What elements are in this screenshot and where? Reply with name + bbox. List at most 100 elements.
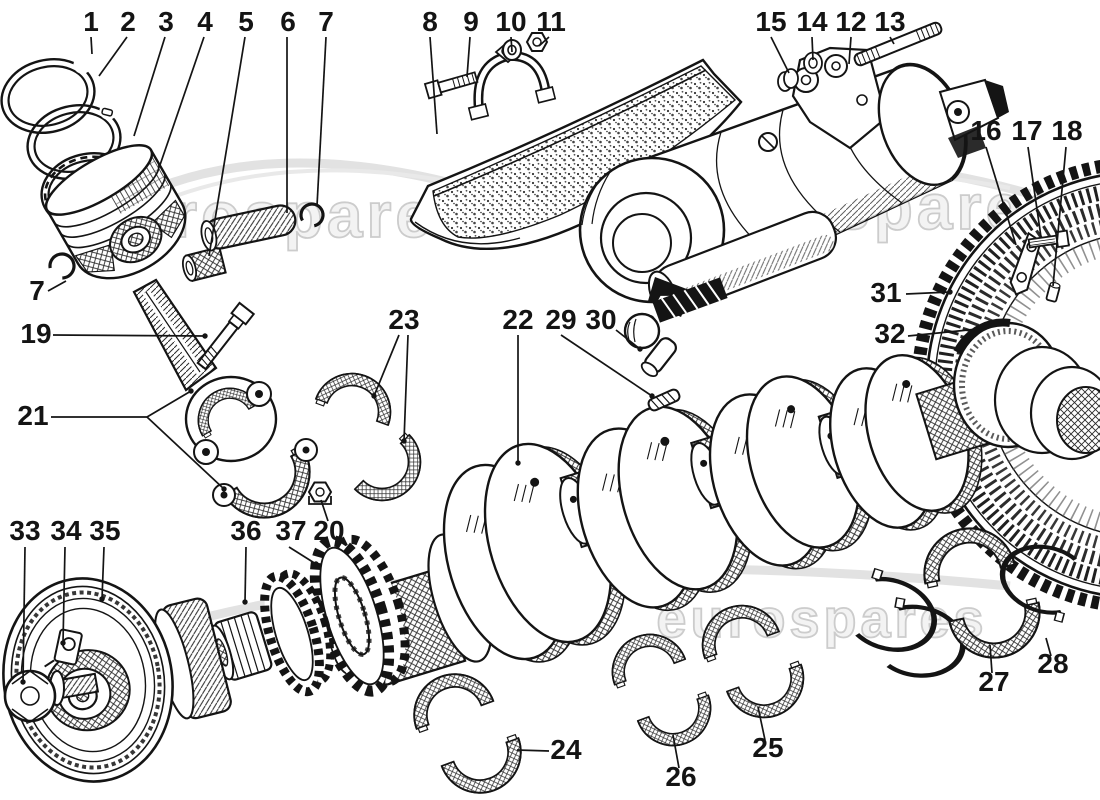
- leader-line-33: [22, 546, 26, 683]
- leader-line-20: [320, 499, 329, 522]
- leader-dot-36: [242, 599, 248, 605]
- leader-dot-31: [947, 289, 953, 295]
- chain-sprocket: [260, 569, 335, 697]
- leader-dot-22: [515, 460, 521, 466]
- part-label-8: 8: [422, 6, 438, 37]
- part-label-9: 9: [463, 6, 479, 37]
- leader-dot-21: [188, 388, 194, 394]
- compression-ring-2: [18, 93, 133, 190]
- part-label-35: 35: [89, 515, 120, 546]
- part-label-25: 25: [752, 732, 783, 763]
- rod-bearing-shell: [351, 431, 438, 518]
- part-label-36: 36: [230, 515, 261, 546]
- leader-line-11: [538, 36, 550, 47]
- part-label-17: 17: [1011, 115, 1042, 146]
- part-label-27: 27: [978, 666, 1009, 697]
- leader-dot-34: [60, 640, 66, 646]
- pin-circlip: [48, 252, 76, 280]
- leader-line-7b: [47, 280, 67, 292]
- part-label-32: 32: [874, 318, 905, 349]
- starter-stud: [853, 21, 943, 67]
- leader-line-19: [52, 334, 206, 337]
- leader-line-27: [989, 644, 993, 674]
- leader-line-2: [98, 36, 128, 77]
- rod-bolt: [196, 301, 256, 371]
- leader-line-29: [560, 334, 653, 397]
- leader-line-17: [1027, 146, 1042, 238]
- leader-dot-29: [649, 393, 655, 399]
- part-label-26: 26: [665, 761, 696, 792]
- leader-line-36: [244, 546, 247, 603]
- spring-pin-drawing: [647, 388, 681, 412]
- spacer-boss: [154, 597, 232, 720]
- part-label-23: 23: [388, 304, 419, 335]
- leader-line-24: [516, 749, 550, 752]
- leader-line-32: [907, 327, 989, 337]
- leader-line-34: [62, 546, 66, 644]
- piston-drawing: [44, 144, 325, 282]
- leader-line-10: [510, 36, 513, 53]
- rod-cap: [212, 438, 328, 536]
- part-label-28: 28: [1037, 648, 1068, 679]
- leader-line-9: [466, 36, 471, 78]
- leader-line-4: [159, 36, 205, 166]
- rod-bearing-shell: [313, 361, 403, 430]
- leader-line-23: [373, 334, 400, 397]
- leader-line-30: [615, 329, 641, 350]
- flywheel-dowel-pin: [1045, 281, 1061, 303]
- part-label-6: 6: [280, 6, 296, 37]
- lock-washer: [44, 628, 83, 668]
- leader-dot-23: [371, 393, 377, 399]
- leader-line-28: [1045, 637, 1052, 657]
- leader-line-5: [208, 36, 246, 257]
- part-label-33: 33: [9, 515, 40, 546]
- part-label-19: 19: [20, 318, 51, 349]
- part-label-18: 18: [1051, 115, 1082, 146]
- main-bearing-shell: [635, 690, 722, 757]
- part-label-16: 16: [970, 115, 1001, 146]
- timing-gears-drawing: [154, 534, 410, 720]
- part-label-10: 10: [495, 6, 526, 37]
- part-label-5: 5: [238, 6, 254, 37]
- compression-ring-1: [0, 47, 107, 144]
- bracket-bush: [777, 68, 799, 92]
- leader-dot-37: [313, 561, 319, 567]
- leader-line-16: [985, 146, 1017, 246]
- part-label-7b: 7: [29, 275, 45, 306]
- part-label-1: 1: [83, 6, 99, 37]
- part-label-34: 34: [50, 515, 82, 546]
- leader-line-37: [288, 546, 317, 565]
- crank-gear: [309, 534, 410, 697]
- part-label-2: 2: [120, 6, 136, 37]
- oil-gallery-ball-plug: [623, 312, 661, 350]
- part-label-11: 11: [536, 6, 566, 37]
- heat-shield-drawing: [409, 32, 743, 251]
- part-label-21: 21: [17, 400, 48, 431]
- pulley-bolt: [3, 669, 100, 723]
- leader-dot-30: [637, 346, 643, 352]
- leader-line-21: [51, 390, 192, 418]
- leader-line-31: [905, 291, 951, 295]
- part-label-14: 14: [796, 6, 828, 37]
- leader-dot-35: [99, 596, 105, 602]
- oil-plug-drawing: [623, 277, 728, 378]
- pulley-drawing: [2, 577, 174, 783]
- leader-line-12: [848, 36, 852, 65]
- part-label-3: 3: [158, 6, 174, 37]
- part-label-30: 30: [585, 304, 616, 335]
- part-label-29: 29: [545, 304, 576, 335]
- part-label-7: 7: [318, 6, 334, 37]
- piston-pin: [200, 204, 297, 252]
- rod-nut: [307, 481, 333, 505]
- leader-line-7: [316, 36, 327, 207]
- leader-dot-33: [20, 679, 26, 685]
- leader-line-35: [101, 546, 105, 600]
- leader-dot-21: [221, 486, 227, 492]
- main-bearing-shell: [439, 733, 534, 800]
- flywheel-bolt: [1027, 229, 1070, 249]
- leader-line-18: [1052, 146, 1067, 287]
- clamp-nut: [525, 32, 549, 52]
- main-bearing-shell: [724, 659, 816, 730]
- part-label-24: 24: [550, 734, 582, 765]
- part-label-37: 37: [275, 515, 306, 546]
